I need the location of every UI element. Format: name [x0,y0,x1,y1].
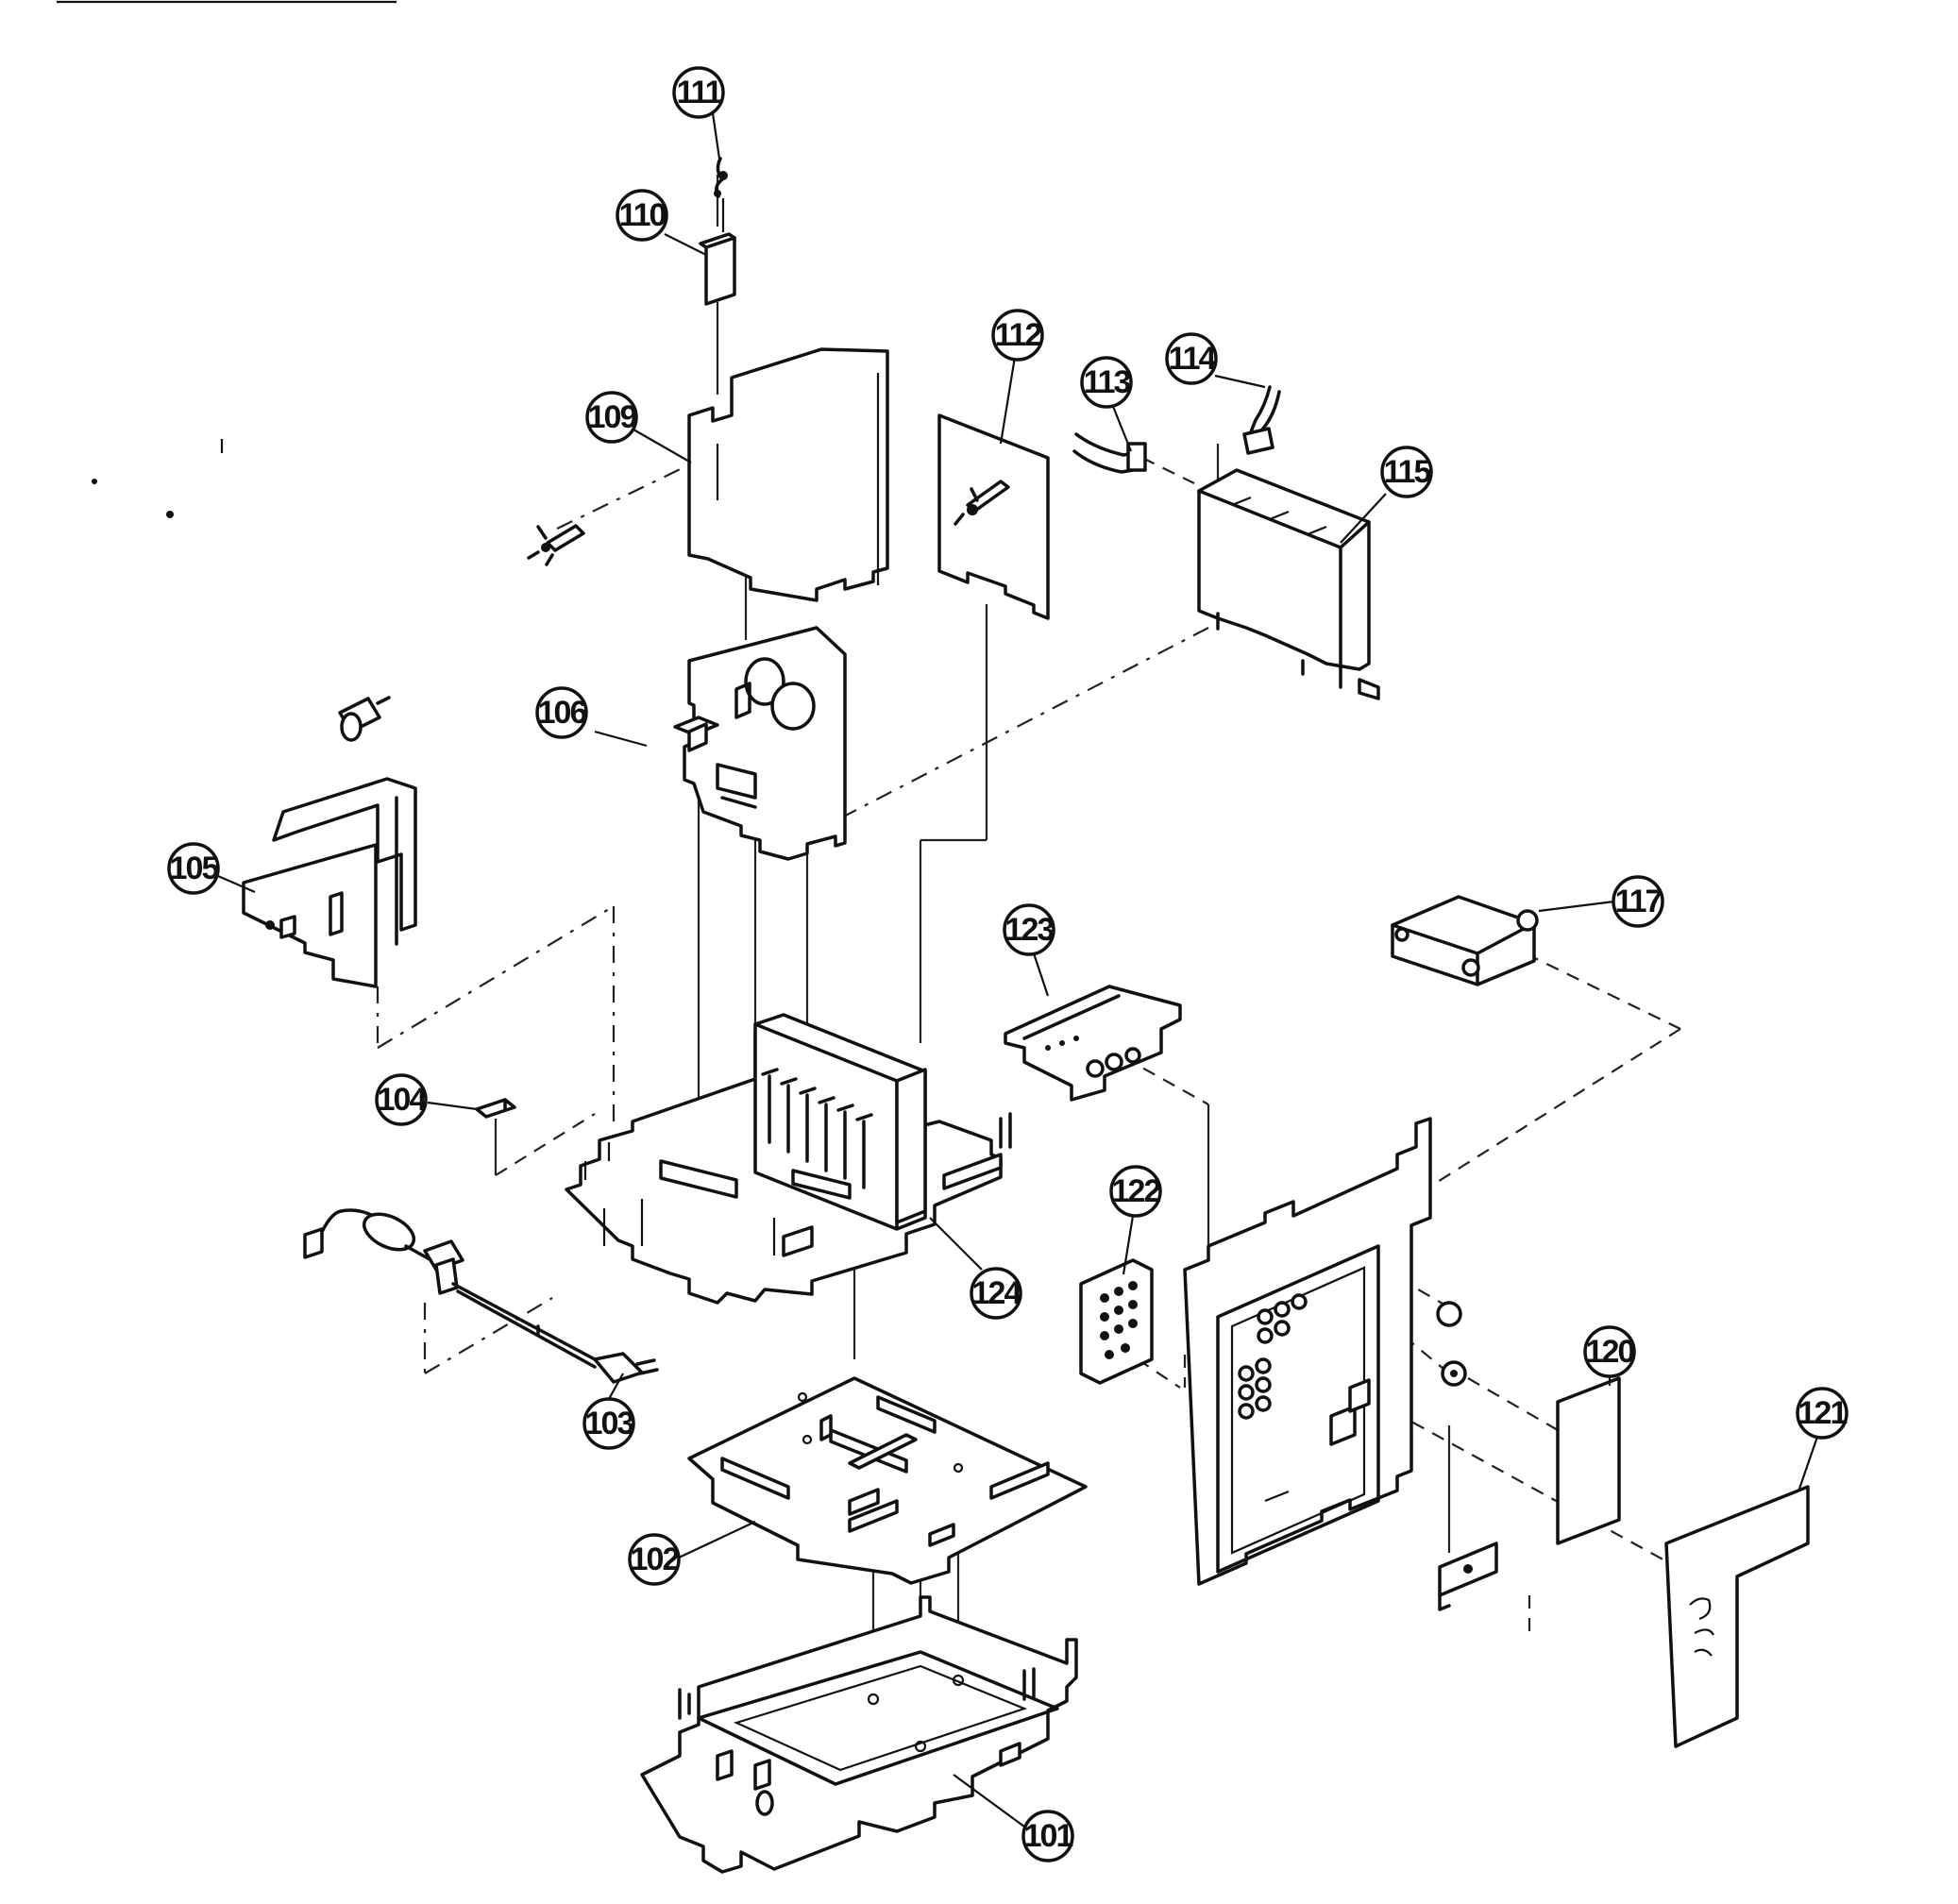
callout-124-label: 124 [972,1275,1022,1311]
part-112-pcb [937,413,1050,620]
part-106-pcb [673,626,847,861]
part-104-clip [475,1098,516,1119]
part-109-pcb [527,347,889,602]
part-105-bracket [242,777,417,988]
part-113-cable [1072,432,1147,474]
callout-111-label: 111 [677,75,722,110]
part-102-main-board [687,1376,1088,1585]
callout-111: 111 [672,66,725,119]
part-small-bracket [1438,1542,1498,1611]
callout-101: 101 [1021,1810,1074,1862]
part-122-keypad [1079,1258,1154,1385]
callout-121: 121 [1796,1387,1848,1440]
callout-114: 114 [1165,332,1219,385]
part-117-box [1391,895,1539,986]
callout-109: 109 [585,391,638,444]
callout-104-label: 104 [378,1082,428,1118]
part-111-connector [714,157,728,198]
part-front-panel [1183,1117,1432,1586]
callout-106: 106 [535,686,588,739]
callout-113-label: 113 [1084,364,1131,400]
part-123-pcb [1004,985,1182,1102]
callout-112-label: 112 [995,317,1042,353]
callout-120: 120 [1583,1325,1636,1378]
callout-103-label: 103 [585,1406,634,1441]
callout-102: 102 [628,1533,681,1586]
callout-103: 103 [582,1397,635,1450]
callout-113: 113 [1080,356,1133,409]
part-main-chassis [565,1013,1012,1305]
callout-112: 112 [991,309,1044,362]
callout-109-label: 109 [588,399,637,435]
callout-123-label: 123 [1005,912,1055,948]
callout-105: 105 [167,842,220,895]
part-110-block [699,198,736,306]
callout-115-label: 115 [1384,454,1431,490]
callout-114-label: 114 [1169,341,1217,377]
callout-124: 124 [970,1267,1023,1320]
callout-101-label: 101 [1024,1818,1073,1854]
part-101-bottom-chassis [640,1595,1078,1874]
part-121-panel [1664,1485,1810,1748]
part-nuts [1436,1301,1467,1387]
part-115-box [1197,468,1380,700]
callout-leaders [211,112,1819,1828]
callout-120-label: 120 [1586,1334,1635,1370]
scan-specks [57,0,397,518]
callout-117-label: 117 [1615,884,1663,919]
callout-104: 104 [375,1073,429,1126]
callout-122-label: 122 [1112,1173,1161,1209]
callout-105-label: 105 [170,851,219,886]
part-120-panel [1556,1376,1621,1545]
callout-102-label: 102 [631,1542,680,1577]
callouts: 111 110 109 112 113 114 115 106 105 117 … [167,66,1848,1862]
part-114-cable [1242,385,1281,455]
callout-121-label: 121 [1798,1395,1848,1431]
callout-110: 110 [616,189,668,242]
callout-110-label: 110 [619,197,667,233]
part-103-power-cord [303,1208,659,1384]
part-spare-component [338,696,391,742]
callout-106-label: 106 [538,695,587,731]
callout-122: 122 [1109,1165,1162,1218]
callout-123: 123 [1003,903,1055,956]
callout-115: 115 [1380,446,1433,498]
callout-117: 117 [1612,875,1664,928]
